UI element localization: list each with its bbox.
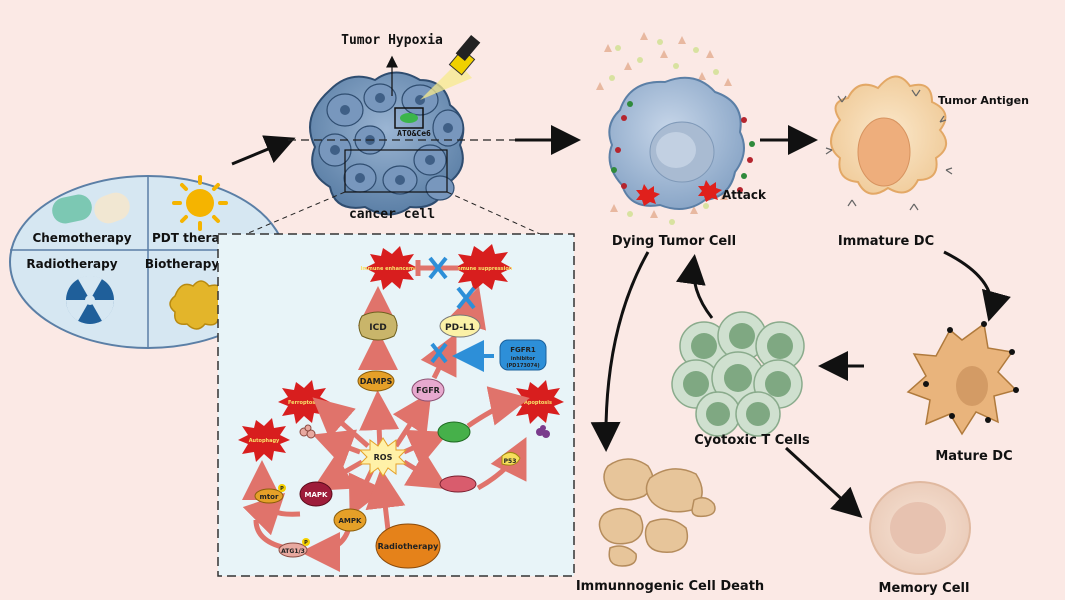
phospho-label-atg: P: [304, 540, 308, 546]
phospho-label-mtor: P: [280, 486, 284, 492]
ferroptosis-protein-icon: [299, 424, 316, 439]
immune-suppression-label: Immune suppression: [454, 266, 513, 272]
damps-node: [357, 370, 395, 392]
ros-burst: [358, 437, 408, 477]
pdl1-node: [439, 314, 481, 338]
tumor-cluster: [309, 71, 465, 216]
block-x-fgfr: [430, 342, 448, 364]
ampk-node: [333, 508, 367, 532]
sun-icon: [172, 175, 228, 231]
dna-icon: [439, 475, 477, 493]
therapy-to-tumor-arrow: [231, 135, 296, 166]
attack-burst-right: [698, 180, 722, 202]
mature-dc-label: Mature DC: [935, 449, 1012, 464]
immature-to-mature-arrow: [943, 250, 1011, 322]
mature-dc: [906, 321, 1019, 436]
radiotherapy-node-label: Radiotherapy: [378, 542, 440, 551]
fgfr-label: FGFR: [416, 386, 440, 395]
autophagy-label: Autophagy: [249, 438, 280, 444]
immune-enhancement-label: Immune enhancement: [361, 266, 424, 272]
pdt-label: PDT therapy: [152, 231, 236, 245]
icd-death-label: Immunnogenic Cell Death: [576, 579, 764, 594]
mapk-node: [299, 481, 333, 507]
cancer-cell-label: cancer cell: [349, 207, 435, 222]
immune-suppression-burst: [454, 244, 512, 291]
dying-tumor-cell-label: Dying Tumor Cell: [612, 234, 736, 249]
cytotoxic-t-cells-label: Cyotoxic T Cells: [694, 433, 810, 448]
mtor-node: [254, 488, 284, 504]
block-x-pdl1: [456, 286, 476, 310]
fgfr1-inhibitor-line3: (PD173074): [506, 363, 539, 369]
attack-burst-left: [636, 184, 660, 206]
fgfr1-inhibitor-line2: inhibitor: [511, 356, 536, 362]
dying-to-icd-arrow: [590, 251, 650, 452]
biotherapy-icon: [169, 280, 227, 330]
tcell-to-memory-arrow: [784, 446, 863, 519]
fgfr1-inhibitor-line1: FGFR1: [510, 346, 536, 354]
icd-debris: [598, 458, 716, 567]
immature-dc-label: Immature DC: [838, 234, 934, 249]
ros-label: ROS: [374, 453, 393, 462]
damps-label: DAMPS: [360, 377, 393, 386]
phospho-icon: [278, 484, 286, 492]
icd-node: [358, 311, 398, 341]
immature-dc: [825, 75, 953, 211]
mapk-label: MAPK: [305, 491, 329, 499]
mitochondria-icon: [437, 421, 471, 443]
fgfr1-inhibitor-node: [499, 339, 547, 371]
apoptosis-protein-icon: [536, 425, 550, 438]
flashlight-icon: [420, 34, 481, 100]
radiotherapy-node: [375, 523, 441, 569]
mtor-label: mtor: [260, 493, 279, 501]
antigen-particles: [596, 32, 732, 218]
memory-cell-label: Memory Cell: [879, 581, 970, 596]
immune-enhancement-burst: [365, 246, 418, 290]
cytotoxic-t-cells: [671, 311, 805, 437]
zoom-line-right: [446, 191, 541, 235]
apoptosis-label: Apoptosis: [524, 400, 552, 406]
atg-label: ATG1/3: [281, 548, 305, 555]
tumor-hypoxia-label: Tumor Hypoxia: [341, 33, 443, 48]
autophagy-burst: [238, 418, 290, 462]
ferroptosis-label: Ferroptosis: [288, 400, 320, 406]
tcell-to-dying-arrow: [675, 254, 714, 319]
atg-node: [278, 542, 308, 558]
chemotherapy-label: Chemotherapy: [32, 231, 131, 245]
capsule-icon: [52, 192, 130, 224]
ato-ce6-label: ATO&Ce6: [397, 129, 431, 138]
attack-label: Attack: [722, 188, 767, 202]
p53-label: P53: [504, 458, 517, 465]
immune-inhibition-bar: [415, 256, 458, 280]
p53-node: [501, 452, 521, 466]
memory-cell: [869, 481, 971, 575]
biotherapy-label: Biotherapy: [145, 257, 220, 271]
phospho-icon-atg: [302, 538, 310, 546]
icd-label: ICD: [369, 323, 386, 333]
ampk-label: AMPK: [339, 517, 363, 525]
fgfr-node: [411, 378, 445, 402]
radiation-icon: [65, 275, 115, 324]
radiotherapy-label: Radiotherapy: [26, 257, 117, 271]
pdl1-label: PD-L1: [445, 323, 475, 333]
dying-tumor-cell: [608, 76, 755, 210]
tumor-antigen-label: Tumor Antigen: [938, 94, 1029, 107]
